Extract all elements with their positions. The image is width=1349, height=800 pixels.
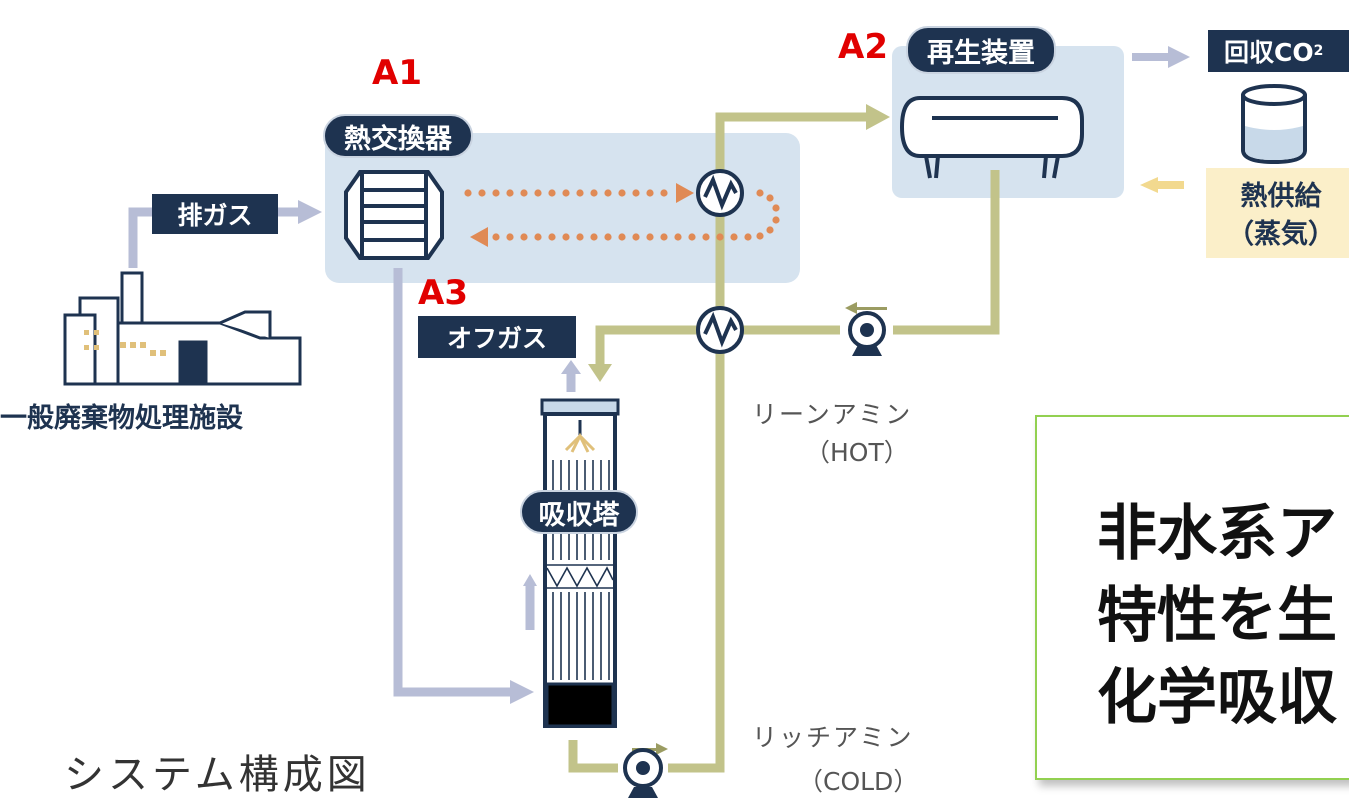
facility-label: 一般廃棄物処理施設 bbox=[0, 403, 243, 434]
co2-out-stem bbox=[1132, 53, 1170, 61]
lean-amine-temp-label: （HOT） bbox=[805, 438, 909, 467]
heat-supply-line1: 熱供給 bbox=[1240, 181, 1322, 212]
heat-exchanger-zone bbox=[325, 133, 800, 283]
absorber-tower-icon bbox=[540, 398, 620, 728]
callout-line1: 非水系ア bbox=[1097, 499, 1337, 569]
heat-exchanger-icon bbox=[344, 170, 444, 260]
callout-line3: 化学吸収 bbox=[1097, 663, 1337, 733]
lean-amine-label: リーンアミン bbox=[752, 400, 913, 429]
offgas-up-arrow bbox=[561, 360, 581, 374]
rich-amine-pump-icon bbox=[623, 748, 663, 798]
heat-supply-label: 熱供給 （蒸気） bbox=[1206, 168, 1349, 258]
lean-amine-pump-icon bbox=[848, 311, 886, 356]
label-a3: A3 bbox=[418, 273, 468, 313]
heat-exchanger-upper-icon bbox=[696, 169, 744, 217]
exhaust-gas-arrow bbox=[298, 200, 322, 224]
label-a2: A2 bbox=[838, 27, 888, 67]
off-gas-label: オフガス bbox=[418, 316, 576, 358]
absorber-inlet-arrow bbox=[510, 680, 534, 704]
rich-amine-label: リッチアミン bbox=[752, 723, 914, 752]
rich-amine-temp-label: （COLD） bbox=[798, 767, 919, 796]
exhaust-gas-line bbox=[128, 207, 576, 697]
heat-supply-line2: （蒸気） bbox=[1227, 219, 1335, 250]
steam-arrow bbox=[1140, 177, 1158, 193]
heat-exchanger-label: 熱交換器 bbox=[323, 114, 473, 158]
regenerator-label: 再生装置 bbox=[906, 26, 1056, 74]
rising-gas-arrow bbox=[523, 574, 537, 586]
label-a1: A1 bbox=[372, 53, 422, 93]
co2-tank-icon bbox=[1241, 84, 1307, 165]
regenerator-inlet-arrow bbox=[866, 104, 890, 130]
co2-out-arrow bbox=[1168, 46, 1190, 68]
summary-callout: 非水系ア 特性を生 化学吸収 bbox=[1035, 415, 1349, 780]
system-caption: システム構成図 bbox=[64, 752, 371, 798]
heat-transfer-arrows bbox=[464, 183, 780, 247]
callout-line2: 特性を生 bbox=[1097, 581, 1337, 651]
recovered-co2-subscript: 2 bbox=[1313, 43, 1324, 59]
exhaust-gas-label: 排ガス bbox=[152, 194, 278, 234]
regenerator-icon bbox=[899, 96, 1084, 179]
amine-line bbox=[568, 112, 1000, 773]
heat-exchanger-lower-icon bbox=[696, 306, 744, 354]
absorber-top-arrow bbox=[588, 364, 612, 382]
recovered-co2-text: 回収CO bbox=[1224, 38, 1314, 67]
factory-icon bbox=[63, 271, 302, 386]
lean-flow-arrow bbox=[845, 302, 887, 314]
steam-arrow-stem bbox=[1156, 181, 1184, 189]
absorber-label: 吸収塔 bbox=[520, 490, 638, 534]
